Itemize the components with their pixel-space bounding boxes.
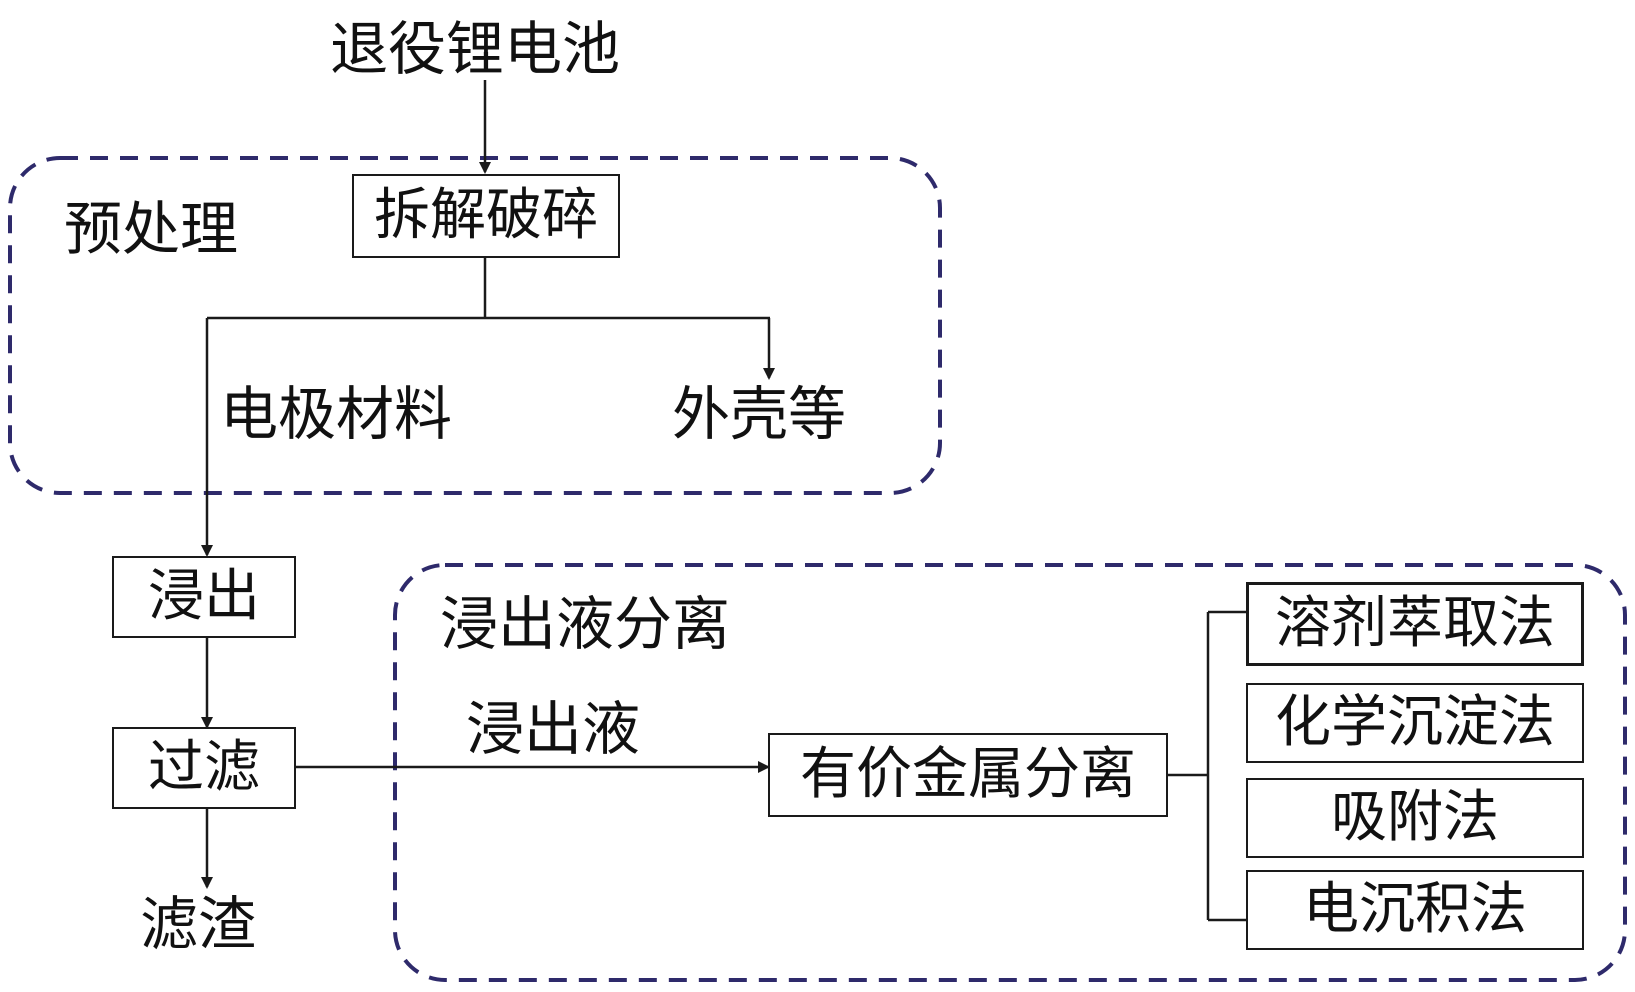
method-adsorption-box: 吸附法 [1246,778,1584,858]
dismantle-crush-box: 拆解破碎 [352,174,620,258]
residue-label: 滤渣 [140,890,257,958]
metal-separation-box: 有价金属分离 [768,733,1168,817]
separation-region-label: 浸出液分离 [440,590,731,658]
separation-region [393,563,1627,982]
pretreatment-region [8,156,942,495]
method-chemical-precipitation-box: 化学沉淀法 [1246,683,1584,763]
leaching-box: 浸出 [112,556,296,638]
leachate-flow-label: 浸出液 [466,695,641,763]
electrode-material-label: 电极材料 [220,380,453,448]
pretreatment-region-label: 预处理 [64,195,239,263]
shell-label: 外壳等 [672,380,847,448]
method-solvent-extraction-box: 溶剂萃取法 [1246,582,1584,666]
source-label: 退役锂电池 [330,15,621,83]
method-electrodeposition-box: 电沉积法 [1246,870,1584,950]
filtration-box: 过滤 [112,727,296,809]
